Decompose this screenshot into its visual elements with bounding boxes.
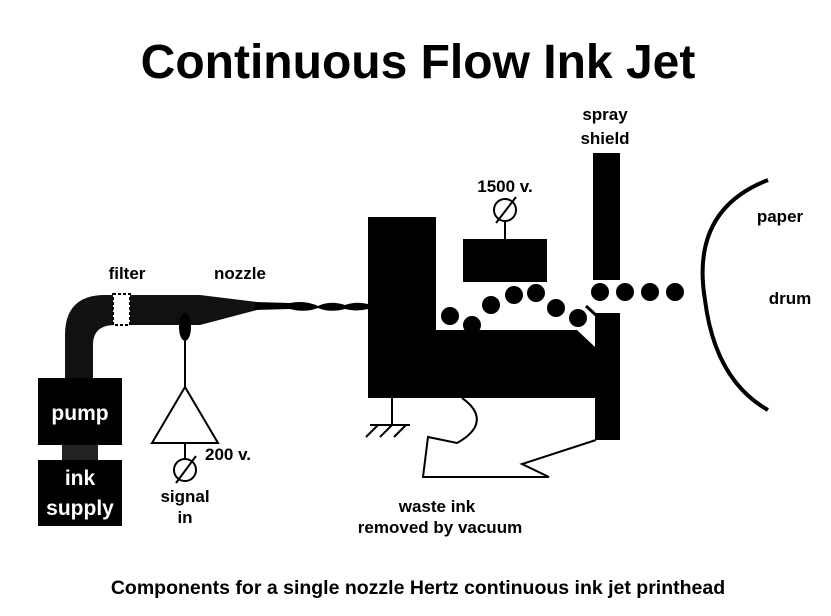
high-voltage-source-icon	[493, 196, 517, 224]
paper-label: paper	[757, 207, 804, 226]
charge-electrode-gutter	[368, 217, 595, 398]
pump-label: pump	[51, 402, 108, 425]
pump-connector	[62, 445, 98, 460]
vacuum-arrow	[421, 397, 597, 478]
piezo-transducer	[179, 313, 191, 341]
ink-drop	[591, 283, 609, 301]
ink-drop	[505, 286, 523, 304]
signal-label: signal	[160, 487, 209, 506]
signal-source-icon	[173, 455, 197, 484]
amplifier-symbol	[150, 385, 220, 444]
drum-label: drum	[769, 289, 812, 308]
ink-drops	[441, 283, 684, 334]
spray-shield-lower	[595, 313, 620, 440]
gutter-lip	[584, 304, 599, 318]
voltage-1500-label: 1500 v.	[477, 177, 532, 196]
spray-shield	[593, 153, 620, 280]
ink-drop	[482, 296, 500, 314]
spray-label: spray	[582, 105, 628, 124]
ink-drop	[527, 284, 545, 302]
filter-label: filter	[109, 264, 146, 283]
filter	[112, 293, 131, 326]
caption: Components for a single nozzle Hertz con…	[111, 577, 725, 599]
ink-hose	[65, 295, 257, 378]
supply-label: supply	[46, 497, 114, 520]
pump-box	[38, 378, 122, 445]
ink-drop	[569, 309, 587, 327]
ink-drop	[641, 283, 659, 301]
ink-drop	[441, 307, 459, 325]
ink-drop	[463, 316, 481, 334]
ink-drop	[547, 299, 565, 317]
removed-by-vacuum-label: removed by vacuum	[358, 518, 522, 537]
nozzle-label: nozzle	[214, 264, 266, 283]
voltage-200-label: 200 v.	[205, 445, 251, 464]
shield-label: shield	[580, 129, 629, 148]
ink-supply-box	[38, 460, 122, 526]
title: Continuous Flow Ink Jet	[141, 36, 696, 89]
ink-drop	[666, 283, 684, 301]
ink-drop	[616, 283, 634, 301]
ink-jet-stream	[255, 302, 368, 311]
ink-label: ink	[65, 467, 96, 490]
waste-ink-label: waste ink	[398, 497, 476, 516]
paper-drum	[700, 178, 769, 412]
deflection-plate	[463, 239, 547, 282]
ground-icon	[365, 398, 410, 438]
signal-in-label: in	[177, 508, 192, 527]
